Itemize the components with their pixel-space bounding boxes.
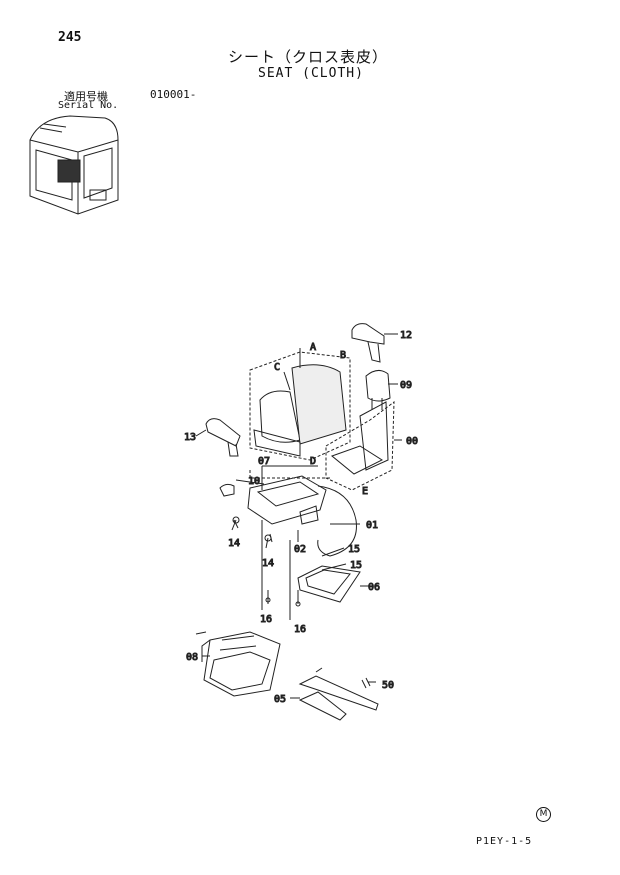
page-number: 245 <box>58 30 82 45</box>
cab-thumbnail <box>29 115 119 215</box>
armrest-left <box>195 418 241 457</box>
callout-c: C <box>274 362 280 373</box>
serial-range: 010001- <box>150 88 197 101</box>
armrest-right <box>351 323 398 363</box>
label-10: 10 <box>248 476 260 487</box>
callout-d: D <box>310 456 316 467</box>
lever-rails <box>298 667 379 721</box>
seat-cushion-group <box>249 348 351 461</box>
seat-frame <box>325 400 402 491</box>
serial-label-english: Serial No. <box>58 100 119 111</box>
label-14b: 14 <box>262 558 274 569</box>
label-14a: 14 <box>228 538 240 549</box>
label-15b: 15 <box>350 560 362 571</box>
title-english: SEAT (CLOTH) <box>258 66 364 81</box>
label-13: 13 <box>184 432 196 443</box>
slide-rail-assembly <box>219 470 357 557</box>
cushion-mat <box>195 631 281 697</box>
page-code: P1EY-1-5 <box>476 836 533 847</box>
manufacturer-mark: M <box>536 807 551 822</box>
serial-label-japanese: 適用号機 <box>64 90 108 103</box>
label-16b: 16 <box>294 624 306 635</box>
label-05: 05 <box>274 694 286 705</box>
label-12: 12 <box>400 330 412 341</box>
label-08: 08 <box>186 652 198 663</box>
callout-b: B <box>340 350 346 361</box>
base-plate <box>297 565 372 603</box>
label-01: 01 <box>366 520 378 531</box>
label-07: 07 <box>258 456 270 467</box>
bolts <box>231 516 301 607</box>
callout-e: E <box>362 486 368 497</box>
label-16a: 16 <box>260 614 272 625</box>
label-50: 50 <box>382 680 394 691</box>
label-02: 02 <box>294 544 306 555</box>
callout-a: A <box>310 342 316 353</box>
label-09: 09 <box>400 380 412 391</box>
title-japanese: シート（クロス表皮） <box>228 48 389 66</box>
label-06: 06 <box>368 582 380 593</box>
label-00: 00 <box>406 436 418 447</box>
leader-lines <box>202 465 360 699</box>
label-15a: 15 <box>348 544 360 555</box>
